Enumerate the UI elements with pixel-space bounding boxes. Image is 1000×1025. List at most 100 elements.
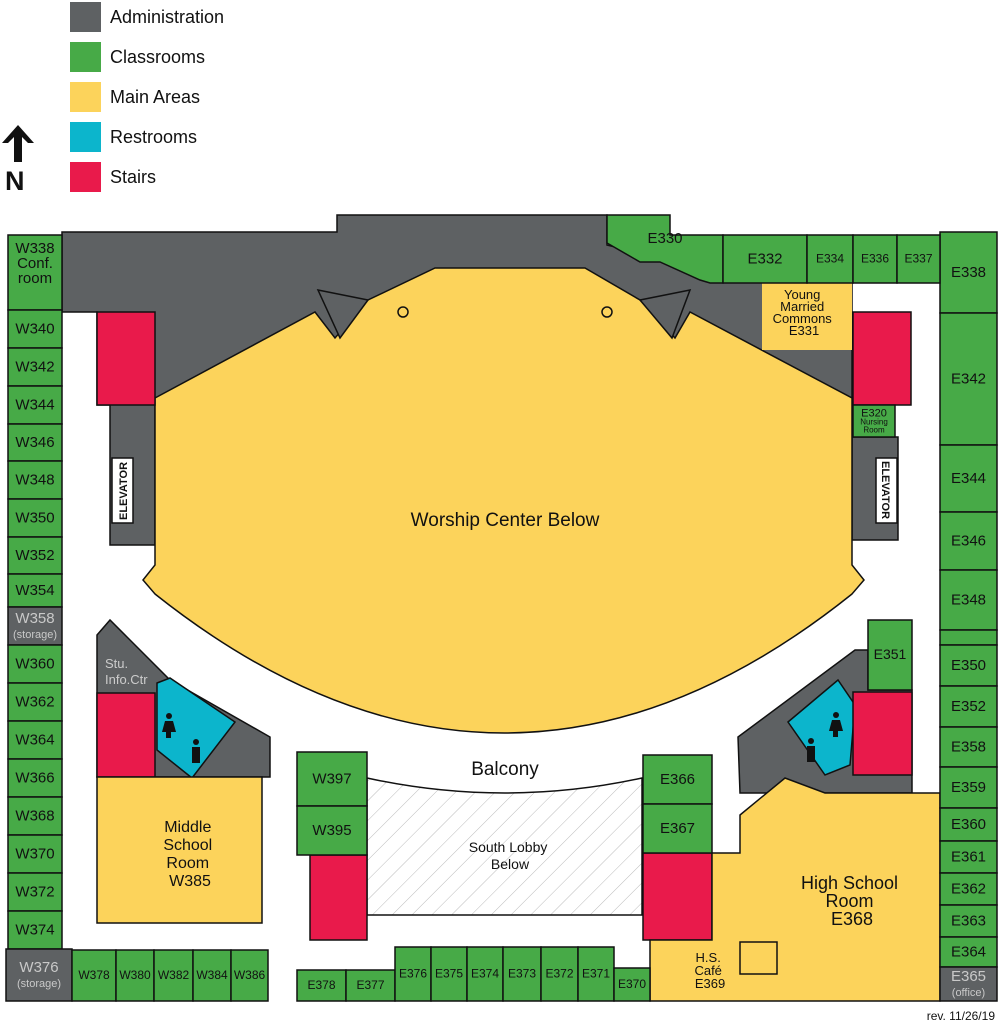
room-W350[interactable]: W350 — [7, 498, 63, 538]
room-E346[interactable]: E346 — [939, 511, 998, 571]
room-shape — [642, 754, 713, 805]
room-label: E342 — [951, 371, 986, 388]
room-E352[interactable]: E352 — [939, 685, 998, 728]
room-W348[interactable]: W348 — [7, 460, 63, 500]
room-shape — [577, 946, 615, 1002]
room-shape — [613, 967, 651, 1002]
room-label: W397 — [312, 771, 351, 788]
restroom-women-icon — [162, 713, 176, 738]
room-W372[interactable]: W372 — [7, 872, 63, 912]
room-W384[interactable]: W384 — [192, 949, 232, 1002]
room-W374[interactable]: W374 — [7, 910, 63, 950]
room-E362[interactable]: E362 — [939, 872, 998, 906]
room-label: W370 — [15, 846, 54, 863]
room-W354[interactable]: W354 — [7, 573, 63, 608]
stairs-west[interactable] — [96, 692, 156, 778]
room-E338[interactable]: E338 — [939, 231, 998, 314]
room-E376[interactable]: E376 — [394, 946, 432, 1002]
room-E337[interactable]: E337 — [896, 234, 941, 284]
stairs-south-east[interactable] — [642, 852, 713, 941]
room-W386[interactable]: W386 — [230, 949, 269, 1002]
room-E370[interactable]: E370 — [613, 967, 651, 1002]
room-W368[interactable]: W368 — [7, 796, 63, 836]
room-E375[interactable]: E375 — [430, 946, 468, 1002]
restrooms-west[interactable] — [156, 677, 237, 780]
room-E374[interactable]: E374 — [466, 946, 504, 1002]
room-label: W362 — [15, 694, 54, 711]
room-shape — [296, 969, 347, 1002]
room-unlabeled[interactable] — [939, 629, 998, 646]
room-W366[interactable]: W366 — [7, 758, 63, 798]
room-W352[interactable]: W352 — [7, 536, 63, 575]
room-E336[interactable]: E336 — [852, 234, 898, 284]
room-E348[interactable]: E348 — [939, 569, 998, 631]
room-label: E344 — [951, 470, 986, 487]
room-E344[interactable]: E344 — [939, 444, 998, 513]
room-E350[interactable]: E350 — [939, 644, 998, 687]
middle-school-room[interactable] — [96, 776, 263, 924]
stairs-northwest[interactable] — [96, 311, 156, 406]
room-E360[interactable]: E360 — [939, 807, 998, 842]
stu-info-ctr-label: Stu. Info.Ctr — [105, 656, 148, 687]
room-shape — [7, 385, 63, 425]
room-E366[interactable]: E366 — [642, 754, 713, 805]
room-W364[interactable]: W364 — [7, 720, 63, 760]
room-E334[interactable]: E334 — [806, 234, 854, 284]
elevator-west[interactable] — [111, 457, 134, 524]
room-label: W358(storage) — [13, 610, 57, 641]
room-W370[interactable]: W370 — [7, 834, 63, 874]
room-W342[interactable]: W342 — [7, 347, 63, 387]
room-label: E360 — [951, 816, 986, 833]
room-E330[interactable]: E330 — [647, 230, 682, 247]
room-E373[interactable]: E373 — [502, 946, 542, 1002]
room-W346[interactable]: W346 — [7, 423, 63, 462]
room-E378[interactable]: E378 — [296, 969, 347, 1002]
room-label: E363 — [951, 913, 986, 930]
room-E351[interactable]: E351 — [867, 619, 913, 691]
room-W344[interactable]: W344 — [7, 385, 63, 425]
room-W360[interactable]: W360 — [7, 644, 63, 684]
room-W378[interactable]: W378 — [71, 949, 117, 1002]
room-shape — [939, 726, 998, 768]
room-label: W380 — [119, 968, 151, 982]
room-label: E338 — [951, 264, 986, 281]
room-W395[interactable]: W395 — [296, 805, 368, 856]
room-shape — [642, 803, 713, 854]
room-E342[interactable]: E342 — [939, 312, 998, 446]
room-E361[interactable]: E361 — [939, 840, 998, 874]
stairs-northeast[interactable] — [852, 311, 912, 406]
room-E365[interactable]: E365(office) — [939, 966, 998, 1002]
revision-label: rev. 11/26/19 — [927, 1009, 996, 1023]
room-E359[interactable]: E359 — [939, 766, 998, 809]
room-label: E365(office) — [951, 968, 986, 999]
room-shape — [345, 969, 396, 1002]
room-E358[interactable]: E358 — [939, 726, 998, 768]
room-W376[interactable]: W376(storage) — [5, 948, 73, 1002]
room-E332[interactable]: E332 — [722, 234, 808, 284]
room-shape — [7, 834, 63, 874]
room-E372[interactable]: E372 — [540, 946, 579, 1002]
room-W358[interactable]: W358(storage) — [7, 606, 63, 646]
stairs-south-west[interactable] — [309, 854, 368, 941]
column-marker — [601, 306, 613, 318]
room-E371[interactable]: E371 — [577, 946, 615, 1002]
room-label: E364 — [951, 944, 986, 961]
room-E363[interactable]: E363 — [939, 904, 998, 938]
room-label: W395 — [312, 822, 351, 839]
room-E377[interactable]: E377 — [345, 969, 396, 1002]
room-W382[interactable]: W382 — [153, 949, 194, 1002]
room-W397[interactable]: W397 — [296, 751, 368, 807]
stairs-east[interactable] — [852, 691, 913, 776]
room-W362[interactable]: W362 — [7, 682, 63, 722]
room-W340[interactable]: W340 — [7, 309, 63, 349]
room-E367[interactable]: E367 — [642, 803, 713, 854]
room-shape — [7, 234, 63, 311]
legend-item-main-areas: Main Areas — [70, 82, 200, 112]
room-W380[interactable]: W380 — [115, 949, 155, 1002]
elevator-west-label: ELEVATOR — [118, 462, 130, 520]
room-E364[interactable]: E364 — [939, 936, 998, 968]
elevator-east[interactable] — [875, 457, 898, 524]
